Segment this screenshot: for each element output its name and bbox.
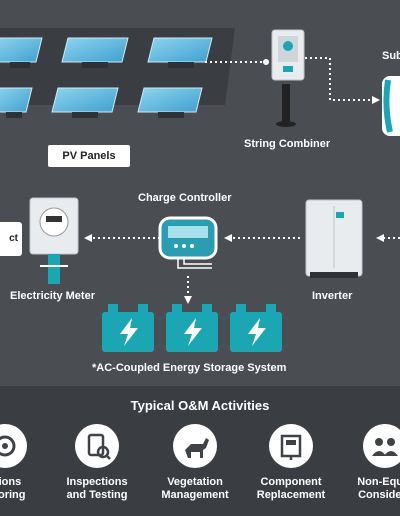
pv-panel [0, 37, 43, 68]
pv-panels-label: PV Panels [48, 145, 130, 167]
component-icon [269, 424, 313, 468]
battery-unit [230, 304, 282, 352]
charge-controller-label: Charge Controller [138, 192, 232, 204]
string-combiner [263, 29, 305, 127]
battery-unit [102, 304, 154, 352]
om-item-label: Inspections and Testing [66, 476, 128, 501]
charge-controller [158, 216, 218, 269]
pv-panel [137, 87, 203, 118]
electricity-meter [29, 197, 79, 284]
operations-monitoring-icon [0, 424, 27, 468]
electricity-meter-label: Electricity Meter [10, 290, 95, 302]
om-item-vegetation: Vegetation Management [150, 424, 240, 502]
om-item-non-equipment: Non-Equip Considera [340, 424, 400, 502]
people-icon [363, 424, 400, 468]
pv-panel [0, 87, 33, 118]
om-item-label: ations nitoring [0, 476, 26, 501]
inverter [305, 199, 363, 278]
pv-panel [61, 37, 129, 68]
om-item-label: Vegetation Management [161, 476, 229, 501]
battery-unit [166, 304, 218, 352]
inspection-clipboard-icon [75, 424, 119, 468]
om-item-label: Non-Equip Considera [357, 476, 400, 501]
pv-panel [51, 87, 119, 118]
om-item-operations-monitoring: ations nitoring [0, 424, 50, 502]
om-item-label: Component Replacement [256, 476, 326, 501]
substation [382, 76, 400, 136]
om-item-component: Component Replacement [246, 424, 336, 502]
goat-icon [173, 424, 217, 468]
substation-label: Sub [382, 50, 400, 62]
inverter-label: Inverter [312, 290, 353, 302]
string-combiner-label: String Combiner [244, 138, 331, 150]
om-title: Typical O&M Activities [130, 398, 270, 413]
direct-use-box: ct [0, 222, 22, 256]
storage-label: *AC-Coupled Energy Storage System [92, 362, 287, 374]
om-item-inspections: Inspections and Testing [52, 424, 142, 502]
pv-array [0, 28, 235, 118]
